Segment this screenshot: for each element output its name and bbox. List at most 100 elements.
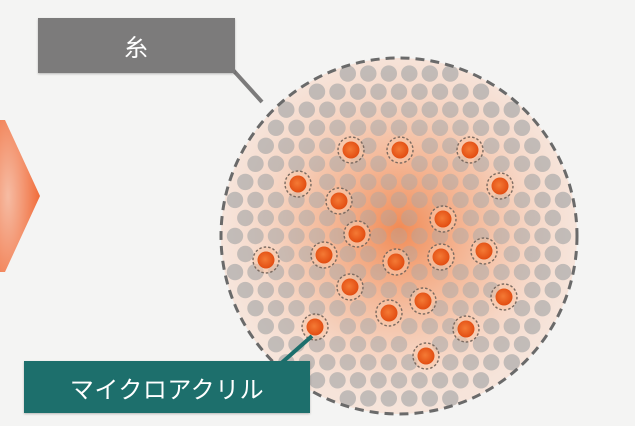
fiber-dot xyxy=(524,173,541,191)
micro-acrylic-dot xyxy=(380,304,398,322)
fiber-dot xyxy=(513,263,531,281)
fiber-dot xyxy=(329,372,346,389)
fiber-dot xyxy=(226,191,244,209)
fiber-dot xyxy=(431,119,449,136)
fiber-dot xyxy=(524,281,541,299)
fiber-dot xyxy=(442,101,459,118)
fiber-dot xyxy=(319,101,336,118)
fiber-dot xyxy=(544,209,561,227)
fiber-dot xyxy=(503,318,520,335)
fiber-dot xyxy=(401,101,418,118)
fiber-dot xyxy=(421,101,438,118)
fiber-dot xyxy=(411,119,428,136)
fiber-dot xyxy=(472,191,490,209)
fiber-dot xyxy=(411,372,428,389)
fiber-dot xyxy=(380,281,397,299)
fiber-dot xyxy=(308,119,326,136)
fiber-dot xyxy=(483,137,500,154)
micro-acrylic-dot xyxy=(414,292,432,310)
micro-acrylic-dot xyxy=(434,210,452,228)
fiber-dot xyxy=(380,354,397,371)
fiber-dot xyxy=(513,191,531,209)
fiber-dot xyxy=(247,191,264,209)
fiber-dot xyxy=(421,173,438,191)
fiber-dot xyxy=(349,119,367,136)
fiber-dot xyxy=(319,354,336,371)
fiber-dot xyxy=(370,191,387,209)
fiber-dot xyxy=(288,263,305,281)
fiber-dot xyxy=(462,173,479,191)
fiber-dot xyxy=(360,65,377,82)
fiber-dot xyxy=(349,336,367,353)
fiber-dot xyxy=(308,191,326,209)
fiber-dot xyxy=(329,119,346,136)
fiber-dot xyxy=(267,336,285,353)
micro-acrylic-dot xyxy=(491,177,509,195)
fiber-dot xyxy=(431,155,449,172)
fiber-dot xyxy=(257,318,274,335)
fiber-dot xyxy=(360,245,377,263)
fiber-dot xyxy=(329,300,346,317)
fiber-dot xyxy=(493,227,510,245)
fiber-dot xyxy=(411,191,428,209)
fiber-dot xyxy=(339,65,356,82)
fiber-dot xyxy=(524,318,541,335)
fiber-dot xyxy=(278,209,295,227)
micro-acrylic-dot xyxy=(289,175,307,193)
fiber-dot xyxy=(339,390,356,407)
fiber-dot xyxy=(360,101,377,118)
fiber-dot xyxy=(411,155,428,172)
fiber-dot xyxy=(370,263,387,281)
fiber-dot xyxy=(308,83,326,100)
fiber-dot xyxy=(370,336,387,353)
thread-label: 糸 xyxy=(38,18,235,73)
fiber-dot xyxy=(421,318,438,335)
fiber-dot xyxy=(380,209,397,227)
fiber-dot xyxy=(226,227,244,245)
thread-cross-section xyxy=(219,56,579,416)
fiber-dot xyxy=(452,372,469,389)
fiber-dot xyxy=(513,119,531,136)
fiber-dot xyxy=(360,354,377,371)
fiber-dot xyxy=(554,227,572,245)
fiber-dot xyxy=(339,101,356,118)
fiber-dot xyxy=(360,281,377,299)
fiber-dot xyxy=(534,263,551,281)
fiber-dot xyxy=(380,390,397,407)
fiber-dot xyxy=(349,372,367,389)
fiber-dot xyxy=(401,318,418,335)
fiber-dot xyxy=(288,227,305,245)
fiber-dot xyxy=(257,137,274,154)
fiber-dot xyxy=(411,263,428,281)
fiber-dot xyxy=(298,209,315,227)
micro-acrylic-dot xyxy=(495,288,513,306)
micro-acrylic-dot xyxy=(432,248,450,266)
fiber-dot xyxy=(554,263,572,281)
fiber-dot xyxy=(390,83,408,100)
fiber-dot xyxy=(390,119,408,136)
fiber-dot xyxy=(442,390,459,407)
fiber-dot xyxy=(278,245,295,263)
fiber-dot xyxy=(472,83,490,100)
fiber-dot xyxy=(513,227,531,245)
fiber-dot xyxy=(329,227,346,245)
fiber-dot xyxy=(319,209,336,227)
fiber-dot xyxy=(462,101,479,118)
fiber-dot xyxy=(401,390,418,407)
fiber-dot xyxy=(524,137,541,154)
micro-acrylic-dot xyxy=(417,347,435,365)
micro-acrylic-dot xyxy=(475,242,493,260)
micro-acrylic-label-text: マイクロアクリル xyxy=(69,375,265,404)
fiber-dot xyxy=(431,191,449,209)
micro-acrylic-dot xyxy=(457,320,475,338)
fiber-dot xyxy=(411,83,428,100)
fiber-dot xyxy=(308,155,326,172)
fiber-dot xyxy=(237,281,254,299)
micro-acrylic-dot xyxy=(306,318,324,336)
fiber-dot xyxy=(483,354,500,371)
fiber-dot xyxy=(237,209,254,227)
fiber-dot xyxy=(349,83,367,100)
fiber-dot xyxy=(380,65,397,82)
fiber-dot xyxy=(472,372,490,389)
fiber-dot xyxy=(442,137,459,154)
